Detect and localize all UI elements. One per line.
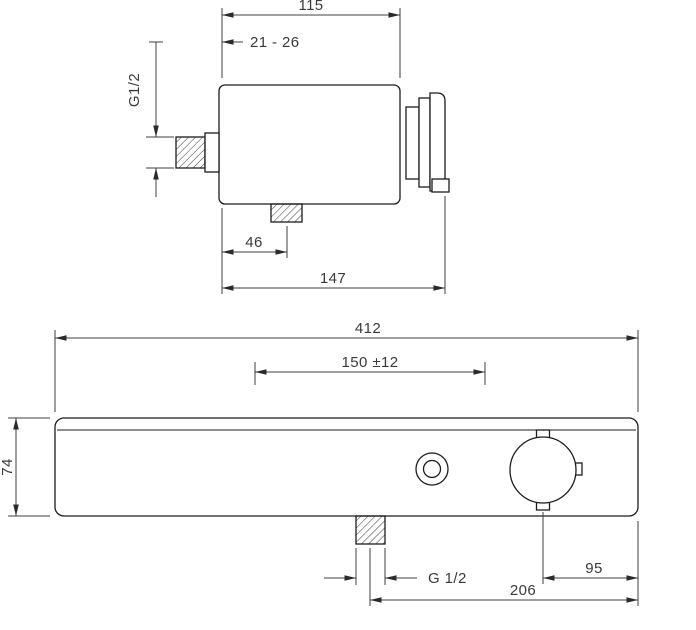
select-button-inner bbox=[422, 459, 442, 479]
wall-plate-inner bbox=[405, 106, 420, 180]
tablet-body bbox=[54, 417, 639, 517]
dim-outlet-to-edge-label: 206 bbox=[510, 582, 536, 599]
side-view-dimensions: 115 21 - 26 G1/2 46 bbox=[126, 0, 446, 294]
dim-connection-spacing: 150 ±12 bbox=[254, 354, 486, 385]
dim-width-115: 115 bbox=[221, 0, 401, 78]
front-view bbox=[54, 417, 639, 545]
wall-plate-middle bbox=[418, 97, 431, 188]
dim-side-thread: G1/2 bbox=[126, 41, 174, 197]
dim-total-depth-label: 147 bbox=[320, 270, 346, 287]
dim-connection-spacing-label: 150 ±12 bbox=[342, 354, 399, 371]
dim-width-label: 115 bbox=[298, 0, 323, 14]
valve-body bbox=[218, 84, 401, 205]
thermostat-knob bbox=[509, 436, 577, 504]
dim-outlet-to-edge: 206 bbox=[369, 548, 638, 606]
dim-wall-distance: 21 - 26 bbox=[222, 34, 300, 51]
front-view-dimensions: 412 150 ±12 74 G 1/2 bbox=[0, 320, 639, 606]
dim-height-label: 74 bbox=[0, 458, 16, 476]
dim-height: 74 bbox=[0, 417, 50, 517]
dim-outlet-offset: 46 bbox=[221, 208, 288, 294]
dim-total-depth: 147 bbox=[222, 196, 446, 294]
mounting-clip bbox=[431, 178, 450, 193]
inlet-flange bbox=[204, 132, 220, 173]
dim-outlet-offset-label: 46 bbox=[245, 234, 263, 251]
side-view bbox=[175, 84, 450, 223]
dim-side-thread-label: G1/2 bbox=[126, 73, 143, 107]
inlet-thread-hatched bbox=[175, 136, 206, 169]
dim-total-width-label: 412 bbox=[355, 320, 381, 337]
escutcheon bbox=[429, 92, 446, 192]
dim-knob-to-edge-label: 95 bbox=[585, 560, 603, 577]
dim-wall-distance-label: 21 - 26 bbox=[250, 34, 300, 51]
dim-total-width: 412 bbox=[54, 320, 639, 412]
dim-knob-to-edge: 95 bbox=[542, 512, 639, 606]
dim-outlet-thread: G 1/2 bbox=[324, 548, 467, 587]
bottom-outlet-front bbox=[355, 515, 386, 545]
dim-outlet-thread-label: G 1/2 bbox=[428, 570, 467, 587]
bottom-outlet-side bbox=[270, 203, 303, 223]
